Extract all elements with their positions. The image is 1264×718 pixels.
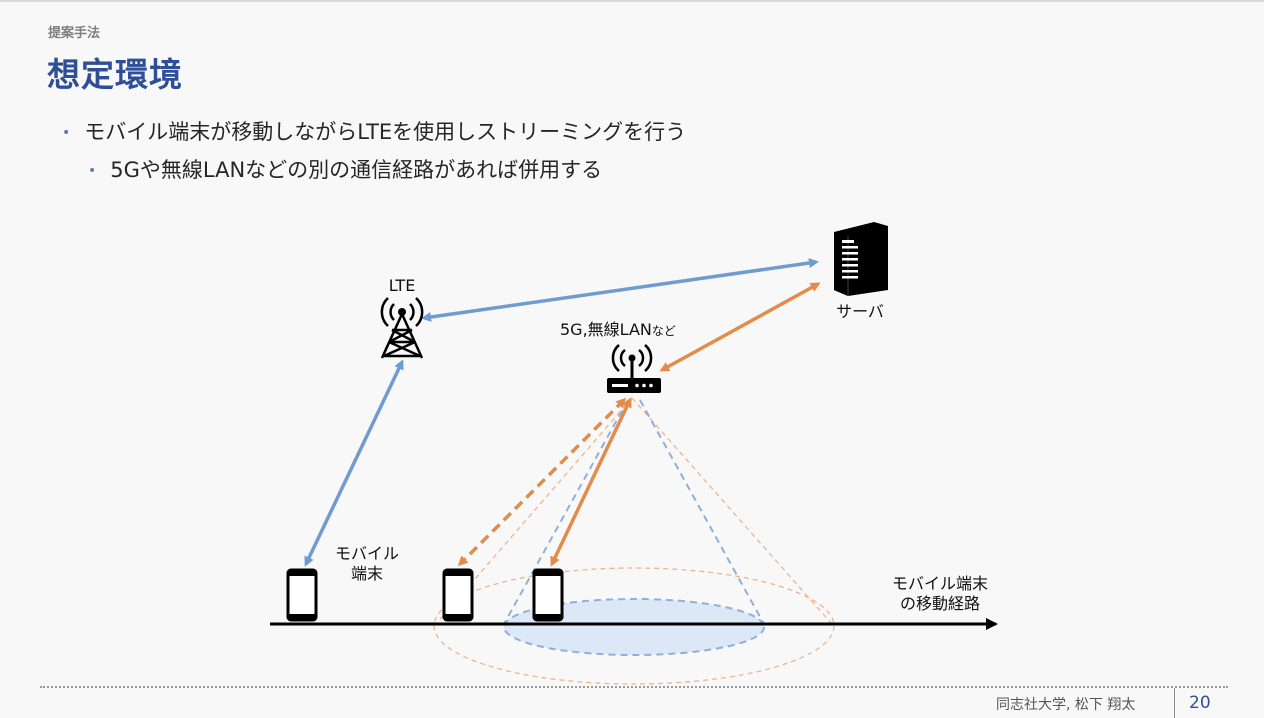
- wifi-link-mobile: [550, 397, 632, 567]
- mobile-label: モバイル 端末: [334, 544, 399, 583]
- mobile-phone-icon: [442, 568, 474, 622]
- mobile-phone-icon: [532, 568, 564, 622]
- lte-label: LTE: [388, 276, 416, 295]
- top-rule: [0, 0, 1264, 2]
- bullet-item-1: • モバイル端末が移動しながらLTEを使用しストリーミングを行う: [62, 116, 686, 146]
- bullet-text-1: モバイル端末が移動しながらLTEを使用しストリーミングを行う: [84, 120, 687, 144]
- page-number: 20: [1189, 693, 1211, 713]
- wifi-label-suffix: など: [651, 324, 676, 338]
- lte-tower-icon: [380, 297, 424, 359]
- lte-link-server: [421, 258, 819, 322]
- page-title: 想定環境: [47, 55, 183, 94]
- footer-separator: [1174, 688, 1175, 718]
- bullet-item-2: • 5Gや無線LANなどの別の通信経路があれば併用する: [88, 154, 602, 184]
- mobile-phone-icon: [286, 568, 318, 622]
- wifi-link-mobile-dashed: [457, 397, 627, 567]
- footer-rule: [40, 686, 1228, 688]
- section-label: 提案手法: [48, 26, 101, 41]
- footer-author: 同志社大学, 松下 翔太: [996, 697, 1136, 713]
- server-label: サーバ: [836, 302, 884, 321]
- server-icon: [834, 222, 888, 296]
- router-icon: [607, 344, 661, 393]
- wifi-label-main: 5G,無線LAN: [560, 320, 652, 339]
- bullet-dot-icon: •: [62, 125, 71, 141]
- path-label: モバイル端末 の移動経路: [891, 574, 988, 613]
- wifi-label: 5G,無線LANなど: [560, 320, 710, 341]
- lte-link-mobile: [304, 359, 404, 567]
- bullet-dot-icon: •: [88, 163, 97, 179]
- wifi-link-server: [659, 282, 821, 372]
- bullet-text-2: 5Gや無線LANなどの別の通信経路があれば併用する: [110, 158, 603, 182]
